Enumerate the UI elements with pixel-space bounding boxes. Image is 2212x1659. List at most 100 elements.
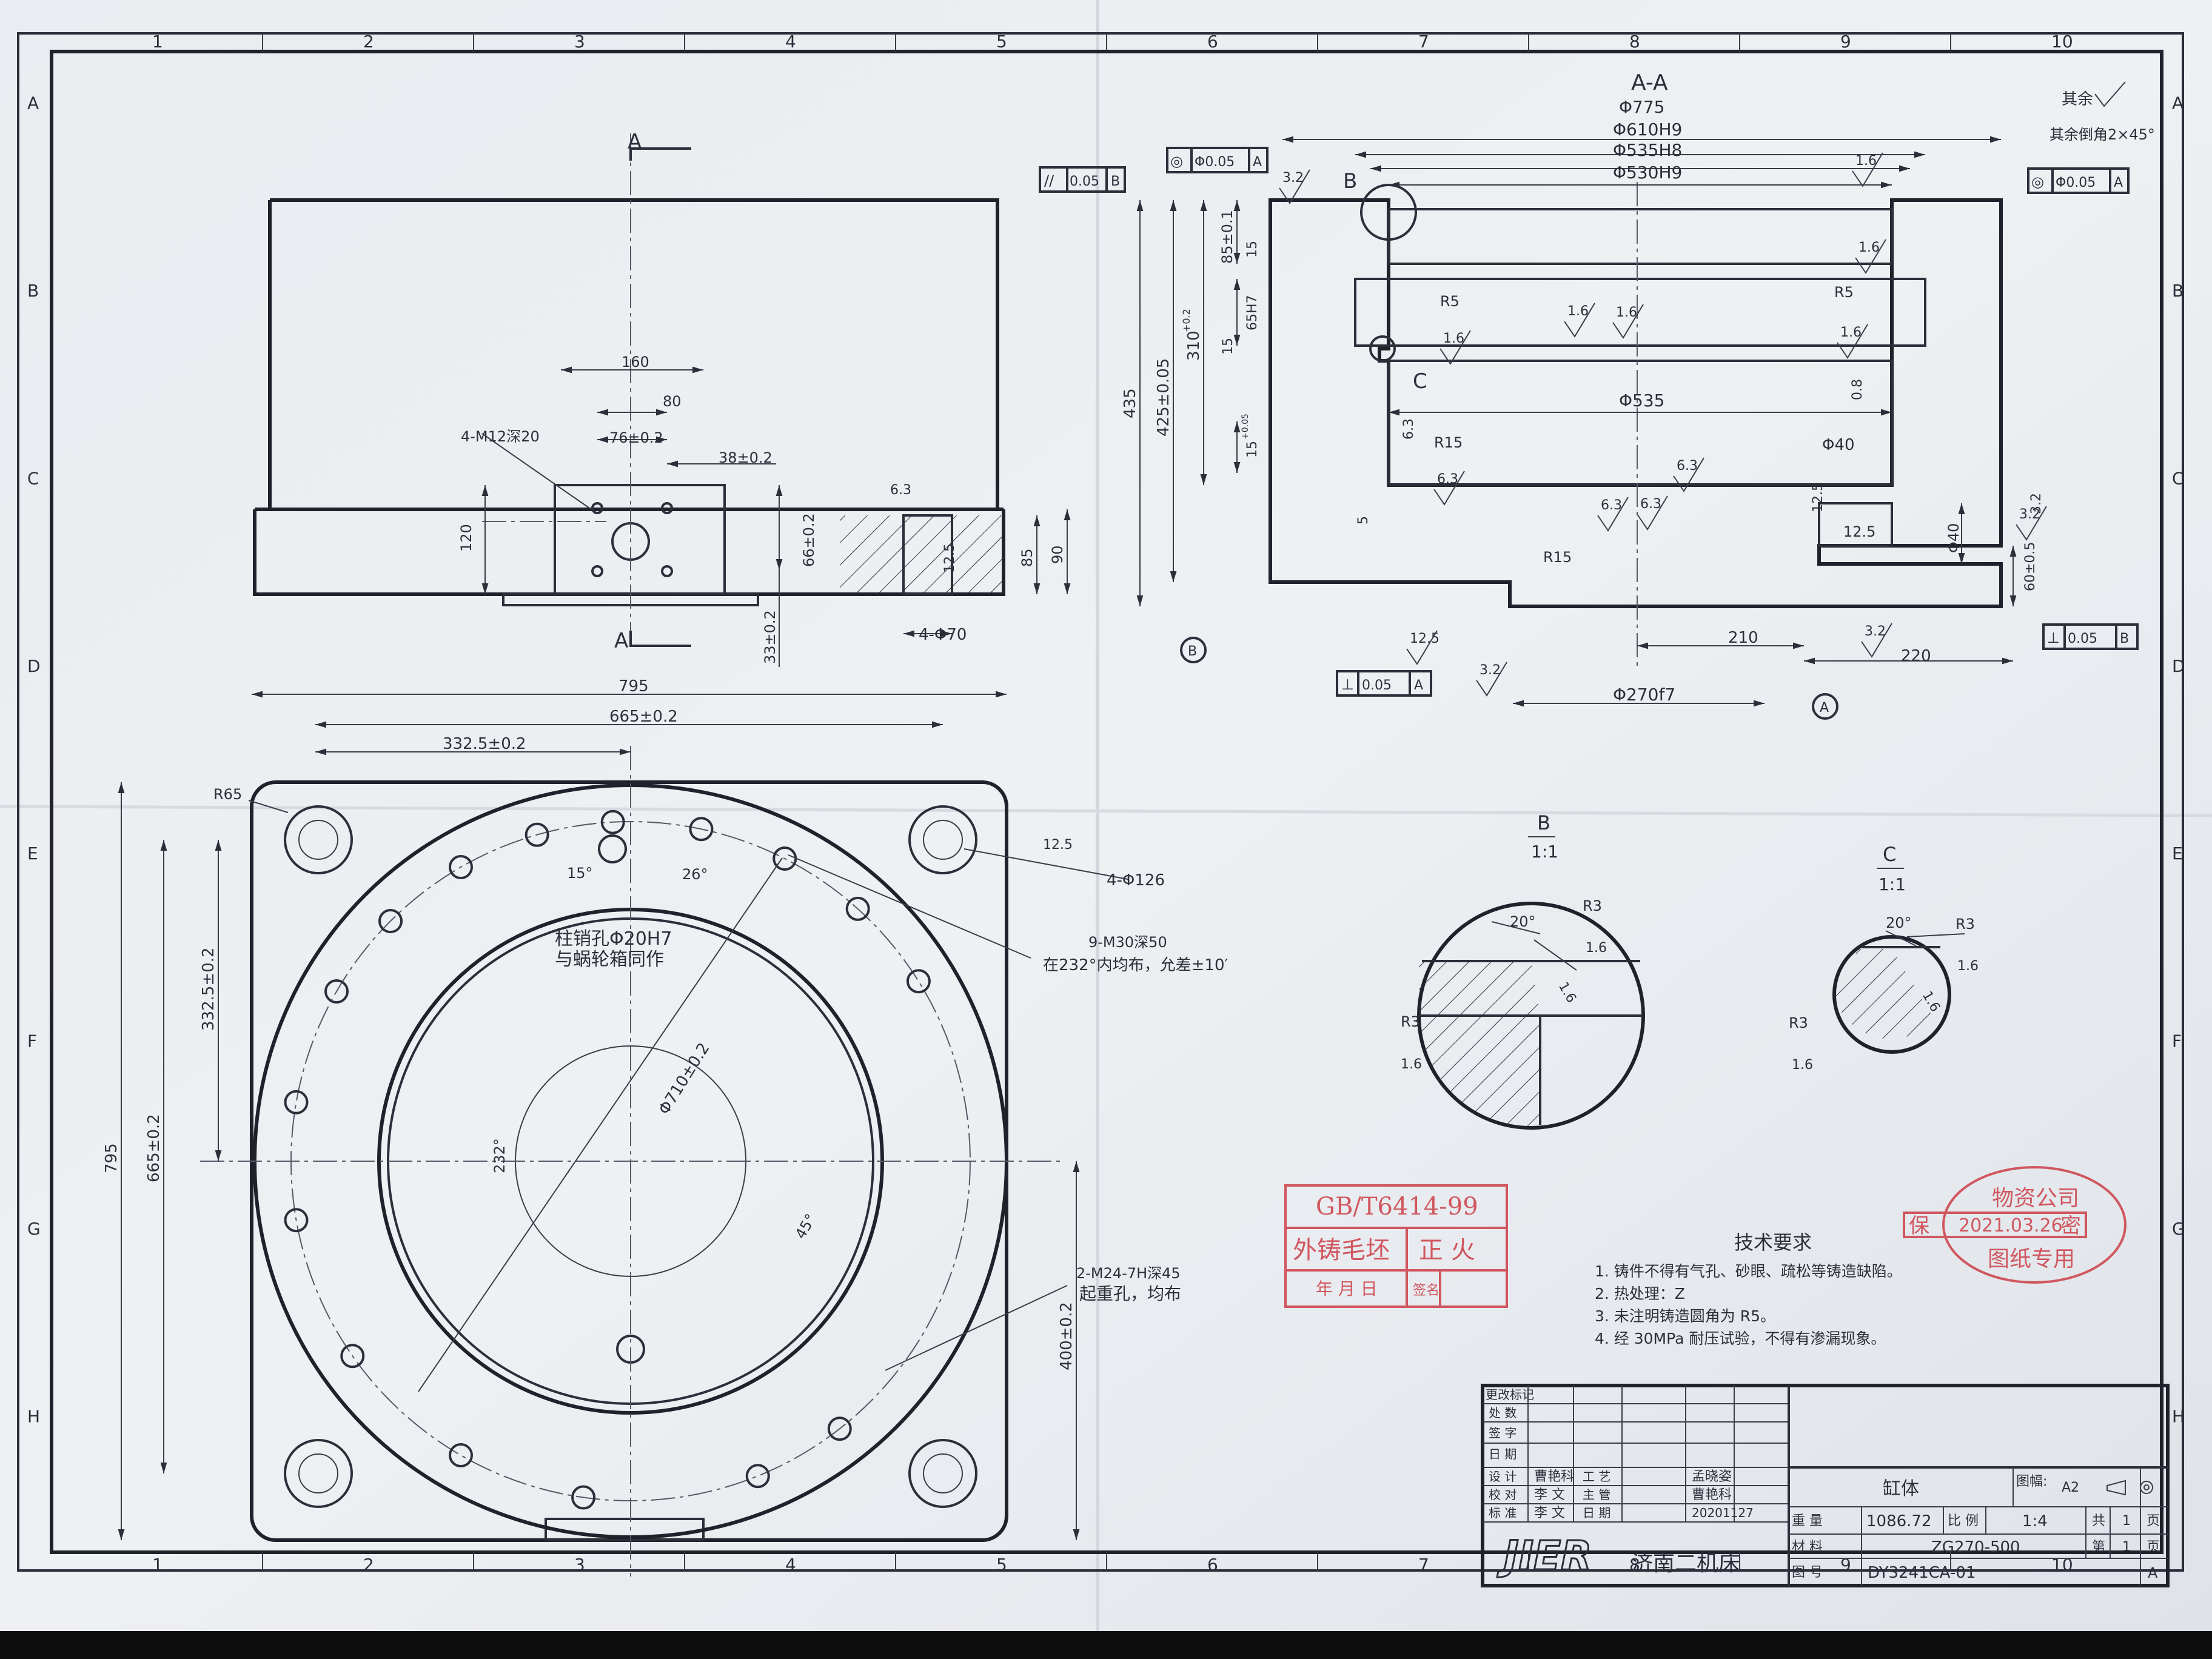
dim-h33: 33±0.2 [762,610,779,664]
tb-sheet-size: A2 [2062,1480,2079,1495]
dim-w210: 210 [1728,629,1758,647]
tb-process-name: 孟晓姿 [1692,1469,1732,1484]
dim-h120: 120 [458,524,475,552]
bolt-hole [689,817,714,842]
tech-item: 4. 经 30MPa 耐压试验，不得有渗漏现象。 [1595,1330,1886,1347]
zone-column-label: 1 [152,32,163,52]
roughness-icon [1861,623,1892,658]
tb-page-label: 第 [2092,1540,2105,1555]
roughness-icon [1564,303,1595,338]
dim-d535h8: Φ535H8 [1613,140,1682,160]
fcf-perp-right: ⊥ 0.05 B [2042,623,2139,650]
thread-note: 4-M12深20 [461,428,540,445]
tb-weight-label: 重 量 [1792,1513,1823,1529]
zone-column-label: 9 [1840,1555,1851,1575]
zone-column-label: 3 [574,32,585,52]
tb-total-unit: 页 [2147,1513,2160,1529]
detail-b-r3a: R3 [1583,897,1602,914]
detail-c-scale: 1:1 [1879,874,1906,894]
svg-text:0.05: 0.05 [2068,631,2097,646]
roughness-mark: 1.6 [1855,153,1877,169]
zone-row-label: C [27,468,39,488]
detail-c-angle: 20° [1886,914,1912,931]
tb-rev-label: 更改标记 [1486,1387,1534,1402]
tb-material-label: 材 料 [1792,1540,1823,1555]
ra-plan: 12.5 [1043,837,1073,853]
bolt-hole [378,909,403,934]
tb-weight: 1086.72 [1866,1512,1932,1530]
dim-h125-front: 12.5 [942,543,957,573]
section-view [1136,136,2017,720]
tb-sheet-size-label: 图幅: [2016,1474,2047,1489]
roughness-mark: 3.2 [1282,170,1304,186]
zone-row-label: H [2172,1406,2185,1426]
bolt-hole [845,896,870,921]
stamp-standard: GB/T6414-99 [1316,1193,1478,1221]
detail-c-title: C [1883,843,1896,866]
dim-d530: Φ530H9 [1613,163,1682,183]
dim-d775: Φ775 [1619,97,1664,117]
dim-h90-front: 90 [1049,545,1066,564]
zone-column-label: 3 [574,1555,585,1575]
tb-total: 1 [2122,1513,2131,1529]
zone-row-label: E [2172,843,2183,863]
tb-chief-name: 曹艳科 [1692,1487,1732,1503]
dim-h125: 12.5 [1843,523,1875,540]
zone-row-label: G [2172,1219,2185,1239]
zone-row-label: B [27,281,39,301]
zone-column-label: 10 [2051,1555,2073,1575]
zone-row-label: D [27,656,41,676]
dim-h66: 66±0.2 [800,513,817,567]
dim-h310: 310 [1185,330,1203,361]
detail-b-title: B [1537,811,1550,834]
tb-drawing-no: DY3241CA-01 [1868,1564,1976,1582]
zone-column-label: 5 [996,1555,1007,1575]
lifting-hole [598,834,627,863]
detail-b-ra-a: 1.6 [1586,940,1607,956]
zone-row-label: G [27,1219,41,1239]
detail-b-angle: 20° [1510,913,1536,930]
dim-r5-left: R5 [1440,293,1460,310]
zone-column-label: 8 [1629,1555,1640,1575]
tb-scale: 1:4 [2022,1512,2048,1530]
fcf-parallel: // 0.05 B [1039,166,1126,193]
dim-h85: 85±0.1 [1219,210,1236,264]
svg-text:B: B [2120,631,2129,646]
dim-w76: 76±0.2 [609,429,663,446]
tb-process-label: 工 艺 [1583,1469,1610,1484]
dim-h60: 60±0.5 [2023,542,2038,591]
detail-b-ra-c: 1.6 [1401,1057,1422,1072]
svg-text:⊥: ⊥ [2047,629,2060,646]
projection-symbol-icon [2106,1480,2153,1496]
roughness-icon [1476,662,1507,697]
roughness-icon [2016,506,2047,541]
bolt-hole [449,855,473,880]
dim-h15c: 15 [1245,441,1260,458]
detail-b-scale: 1:1 [1531,842,1558,862]
datum-b: B [1188,644,1197,659]
dim-chamfer: 3.2 [2029,493,2044,514]
bolt-hole [340,1344,365,1369]
dim-h15a: 15 [1245,241,1260,258]
dim-d70: 4-Φ70 [919,626,967,644]
dim-h15b: 15 [1221,338,1236,355]
zone-column-label: 6 [1207,1555,1218,1575]
tech-item: 1. 铸件不得有气孔、砂眼、疏松等铸造缺陷。 [1595,1262,1902,1280]
ra-front: 6.3 [890,483,911,498]
svg-text:Φ0.05: Φ0.05 [1195,155,1235,170]
dim-d126: 4-Φ126 [1107,871,1165,890]
rest-finish-note: 其余 [2062,90,2093,109]
tb-rev-label: 处 数 [1489,1406,1517,1420]
dim-h3325: 332.5±0.2 [199,947,218,1031]
zone-row-label: D [2172,656,2185,676]
angle-26: 26° [682,866,708,883]
tb-check-label: 校 对 [1489,1487,1517,1502]
dim-h125b: 12.5 [1811,483,1826,512]
zone-row-label: C [2172,468,2184,488]
bolt-hole [284,1208,309,1233]
flange-boss [554,484,726,595]
detail-views [1417,902,1965,1130]
angle-15: 15° [567,865,593,882]
